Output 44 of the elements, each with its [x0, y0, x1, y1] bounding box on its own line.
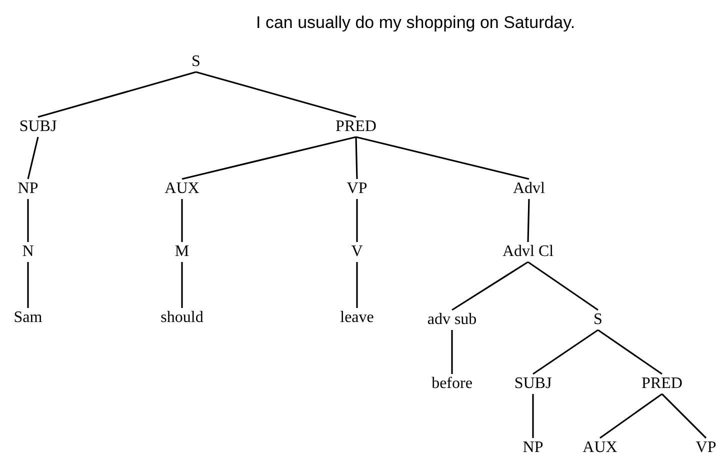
tree-node-label: VP [696, 438, 716, 458]
tree-node-label: N [22, 242, 34, 262]
tree-node-label: Advl Cl [502, 242, 554, 262]
tree-node-label: leave [340, 308, 374, 328]
tree-node-label: Advl [513, 179, 545, 199]
tree-branch-line [27, 136, 39, 180]
tree-node-label: PRED [642, 374, 682, 394]
tree-branch-line [356, 262, 358, 308]
tree-node-label: SUBJ [19, 117, 57, 137]
tree-branch-line [355, 136, 358, 180]
sentence-title: I can usually do my shopping on Saturday. [256, 12, 576, 34]
tree-branch-line [661, 393, 707, 439]
tree-node-label: before [432, 374, 472, 394]
tree-node-label: S [192, 52, 200, 72]
tree-branch-line [181, 199, 183, 242]
tree-branch-line [356, 136, 530, 180]
tree-node-label: S [594, 310, 602, 330]
tree-branch-line [356, 199, 358, 242]
tree-branch-line [532, 329, 598, 375]
tree-node-label: NP [18, 179, 38, 199]
tree-node-label: PRED [336, 117, 376, 137]
tree-node-label: M [174, 242, 190, 262]
tree-branch-line [27, 262, 29, 308]
tree-node-label: should [160, 308, 204, 328]
tree-branch-line [196, 71, 356, 118]
tree-branch-line [38, 71, 196, 118]
tree-branch-line [27, 199, 29, 242]
tree-branch-line [532, 394, 534, 438]
tree-node-label: VP [346, 179, 368, 199]
tree-node-label: AUX [164, 179, 200, 199]
tree-branch-line [598, 329, 662, 375]
tree-branch-line [600, 393, 662, 439]
tree-node-label: SUBJ [514, 374, 552, 394]
tree-node-label: NP [522, 438, 544, 458]
tree-branch-line [528, 261, 598, 311]
tree-node-label: Sam [14, 308, 42, 328]
tree-node-label: V [351, 242, 363, 262]
tree-branch-line [452, 261, 528, 311]
tree-branch-line [181, 262, 183, 308]
tree-branch-line [527, 198, 530, 242]
tree-branch-line [451, 330, 453, 374]
tree-node-label: adv sub [427, 310, 477, 330]
tree-branch-line [182, 136, 356, 180]
tree-node-label: AUX [582, 438, 618, 458]
